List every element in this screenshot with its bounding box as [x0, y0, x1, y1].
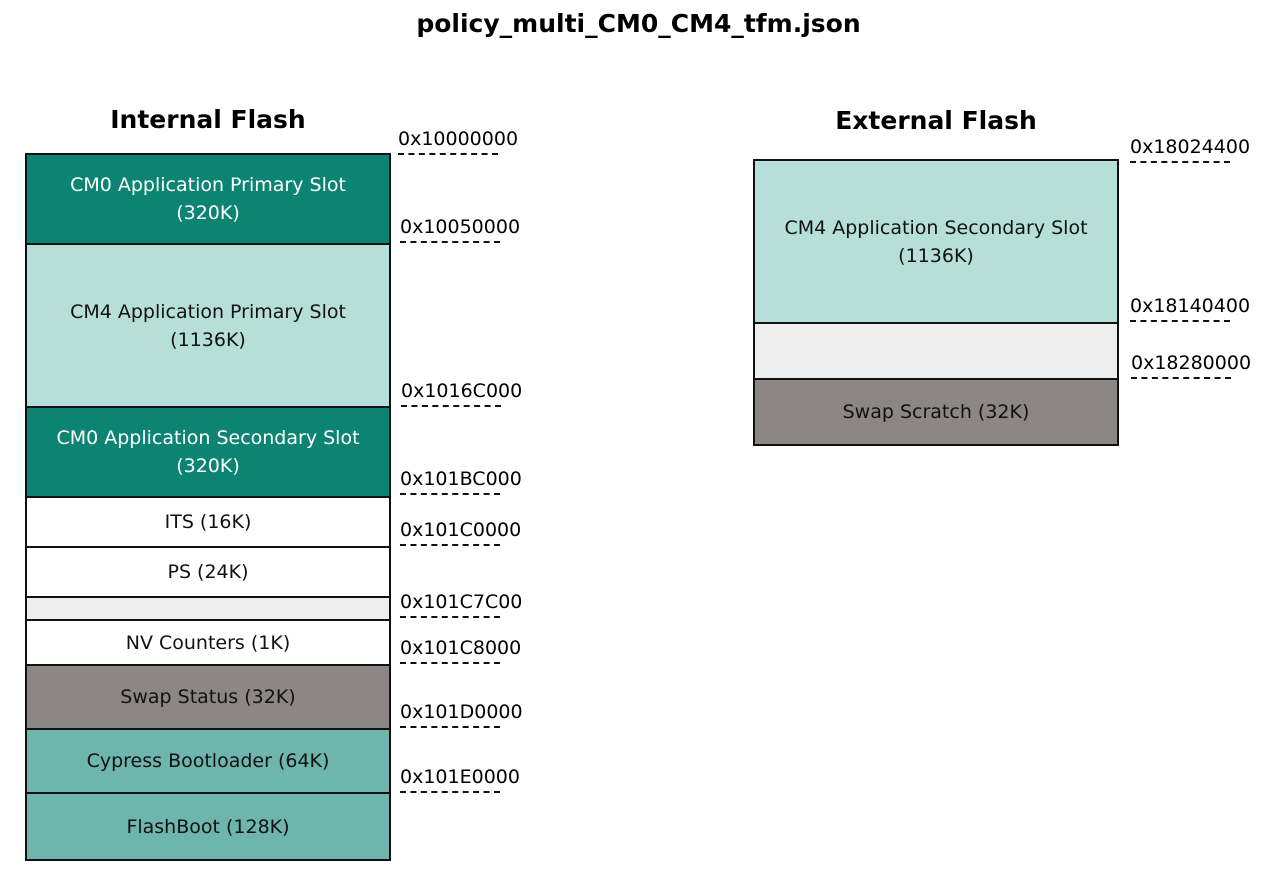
internal-block-ps: PS (24K)	[25, 546, 391, 598]
address-label: 0x18024400	[1130, 136, 1260, 163]
internal-block-nv-counters: NV Counters (1K)	[25, 619, 391, 666]
internal-block-flashboot: FlashBoot (128K)	[25, 792, 391, 861]
address-dash	[1131, 377, 1231, 379]
address-label: 0x101C8000	[400, 637, 530, 664]
address-label: 0x18280000	[1131, 352, 1261, 379]
internal-block-cypress-bootloader: Cypress Bootloader (64K)	[25, 728, 391, 794]
internal-block-cm0-primary: CM0 Application Primary Slot(320K)	[25, 153, 391, 245]
address-label: 0x101E0000	[400, 766, 530, 793]
internal-block-swap-status: Swap Status (32K)	[25, 664, 391, 730]
external-block-cm4-secondary: CM4 Application Secondary Slot(1136K)	[753, 159, 1119, 324]
address-label: 0x10050000	[400, 216, 530, 243]
address-dash	[400, 241, 500, 243]
address-label: 0x101D0000	[400, 701, 530, 728]
address-dash	[400, 662, 500, 664]
external-flash-heading: External Flash	[835, 106, 1037, 135]
external-block-swap-scratch: Swap Scratch (32K)	[753, 378, 1119, 446]
diagram-title: policy_multi_CM0_CM4_tfm.json	[416, 9, 861, 38]
address-label: 0x101C0000	[400, 519, 530, 546]
internal-block-cm0-secondary: CM0 Application Secondary Slot(320K)	[25, 406, 391, 498]
internal-block-unused	[25, 596, 391, 621]
address-label: 0x18140400	[1130, 295, 1260, 322]
address-label: 0x101C7C00	[400, 591, 530, 618]
internal-flash-heading: Internal Flash	[110, 105, 306, 134]
internal-block-its: ITS (16K)	[25, 496, 391, 548]
address-dash	[400, 493, 500, 495]
address-dash	[1130, 320, 1230, 322]
address-dash	[1130, 161, 1230, 163]
address-dash	[400, 726, 500, 728]
address-label: 0x101BC000	[400, 468, 530, 495]
address-dash	[398, 153, 498, 155]
external-block-unused	[753, 322, 1119, 380]
internal-block-cm4-primary: CM4 Application Primary Slot(1136K)	[25, 243, 391, 408]
address-label: 0x1016C000	[401, 380, 531, 407]
address-dash	[400, 616, 500, 618]
address-label: 0x10000000	[398, 128, 528, 155]
address-dash	[400, 544, 500, 546]
address-dash	[400, 791, 500, 793]
address-dash	[401, 405, 501, 407]
